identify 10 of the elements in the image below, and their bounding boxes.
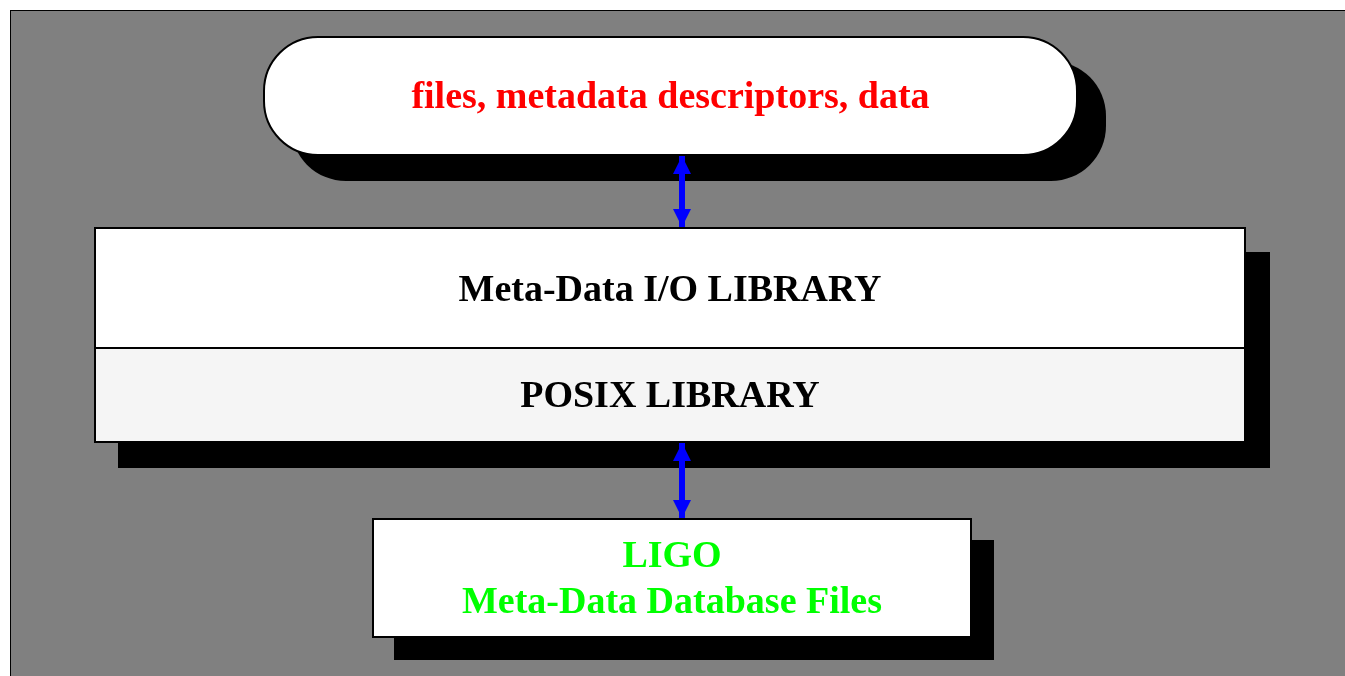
double-arrow [673, 156, 691, 227]
library-layer-box [94, 227, 1246, 349]
node-label: Meta-Data Database Files [462, 578, 882, 623]
node-label: LIGO [622, 532, 722, 578]
node-label: files, metadata descriptors, data [411, 73, 930, 119]
layer-label: Meta-Data I/O LIBRARY [458, 266, 882, 312]
library-layer-box [94, 347, 1246, 443]
database-box [372, 518, 972, 638]
double-arrow [673, 443, 691, 518]
layer-label: POSIX LIBRARY [520, 372, 820, 418]
